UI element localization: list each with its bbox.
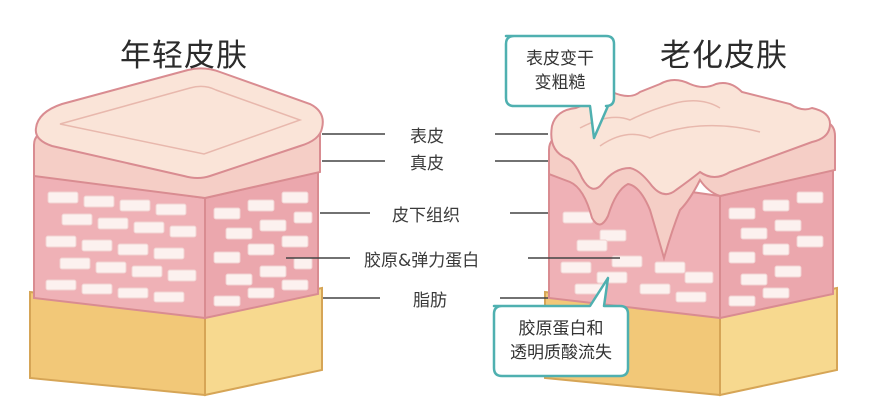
young-brick-pattern: [45, 191, 313, 307]
dryness-callout-bubble: [504, 34, 616, 140]
label-collagen-elastin: 胶原&弹力蛋白: [364, 251, 480, 271]
collagen-loss-callout-line2: 透明质酸流失: [510, 343, 612, 363]
dryness-callout-text: 表皮变干 变粗糙: [506, 47, 614, 95]
collagen-loss-callout-bubble: [492, 276, 630, 378]
label-fat: 脂肪: [413, 291, 447, 311]
label-subcutaneous: 皮下组织: [392, 206, 460, 226]
dryness-callout-line1: 表皮变干: [526, 49, 594, 69]
collagen-loss-callout-line1: 胶原蛋白和: [518, 319, 604, 339]
label-epidermis: 表皮: [410, 127, 444, 147]
young-epidermis: [34, 67, 324, 179]
aged-epidermis: [550, 79, 832, 196]
dryness-callout-line2: 变粗糙: [534, 73, 586, 93]
aged-skin-title: 老化皮肤: [660, 38, 788, 74]
collagen-loss-callout-text: 胶原蛋白和 透明质酸流失: [494, 317, 628, 365]
label-connectors: [286, 133, 620, 299]
young-epidermis-inner: [59, 85, 303, 155]
young-skin-cube: [29, 67, 324, 397]
young-skin-title: 年轻皮肤: [120, 38, 248, 74]
label-dermis: 真皮: [410, 154, 444, 174]
aged-epidermis-ridges: [579, 100, 761, 147]
aged-brick-pattern: [560, 191, 824, 307]
